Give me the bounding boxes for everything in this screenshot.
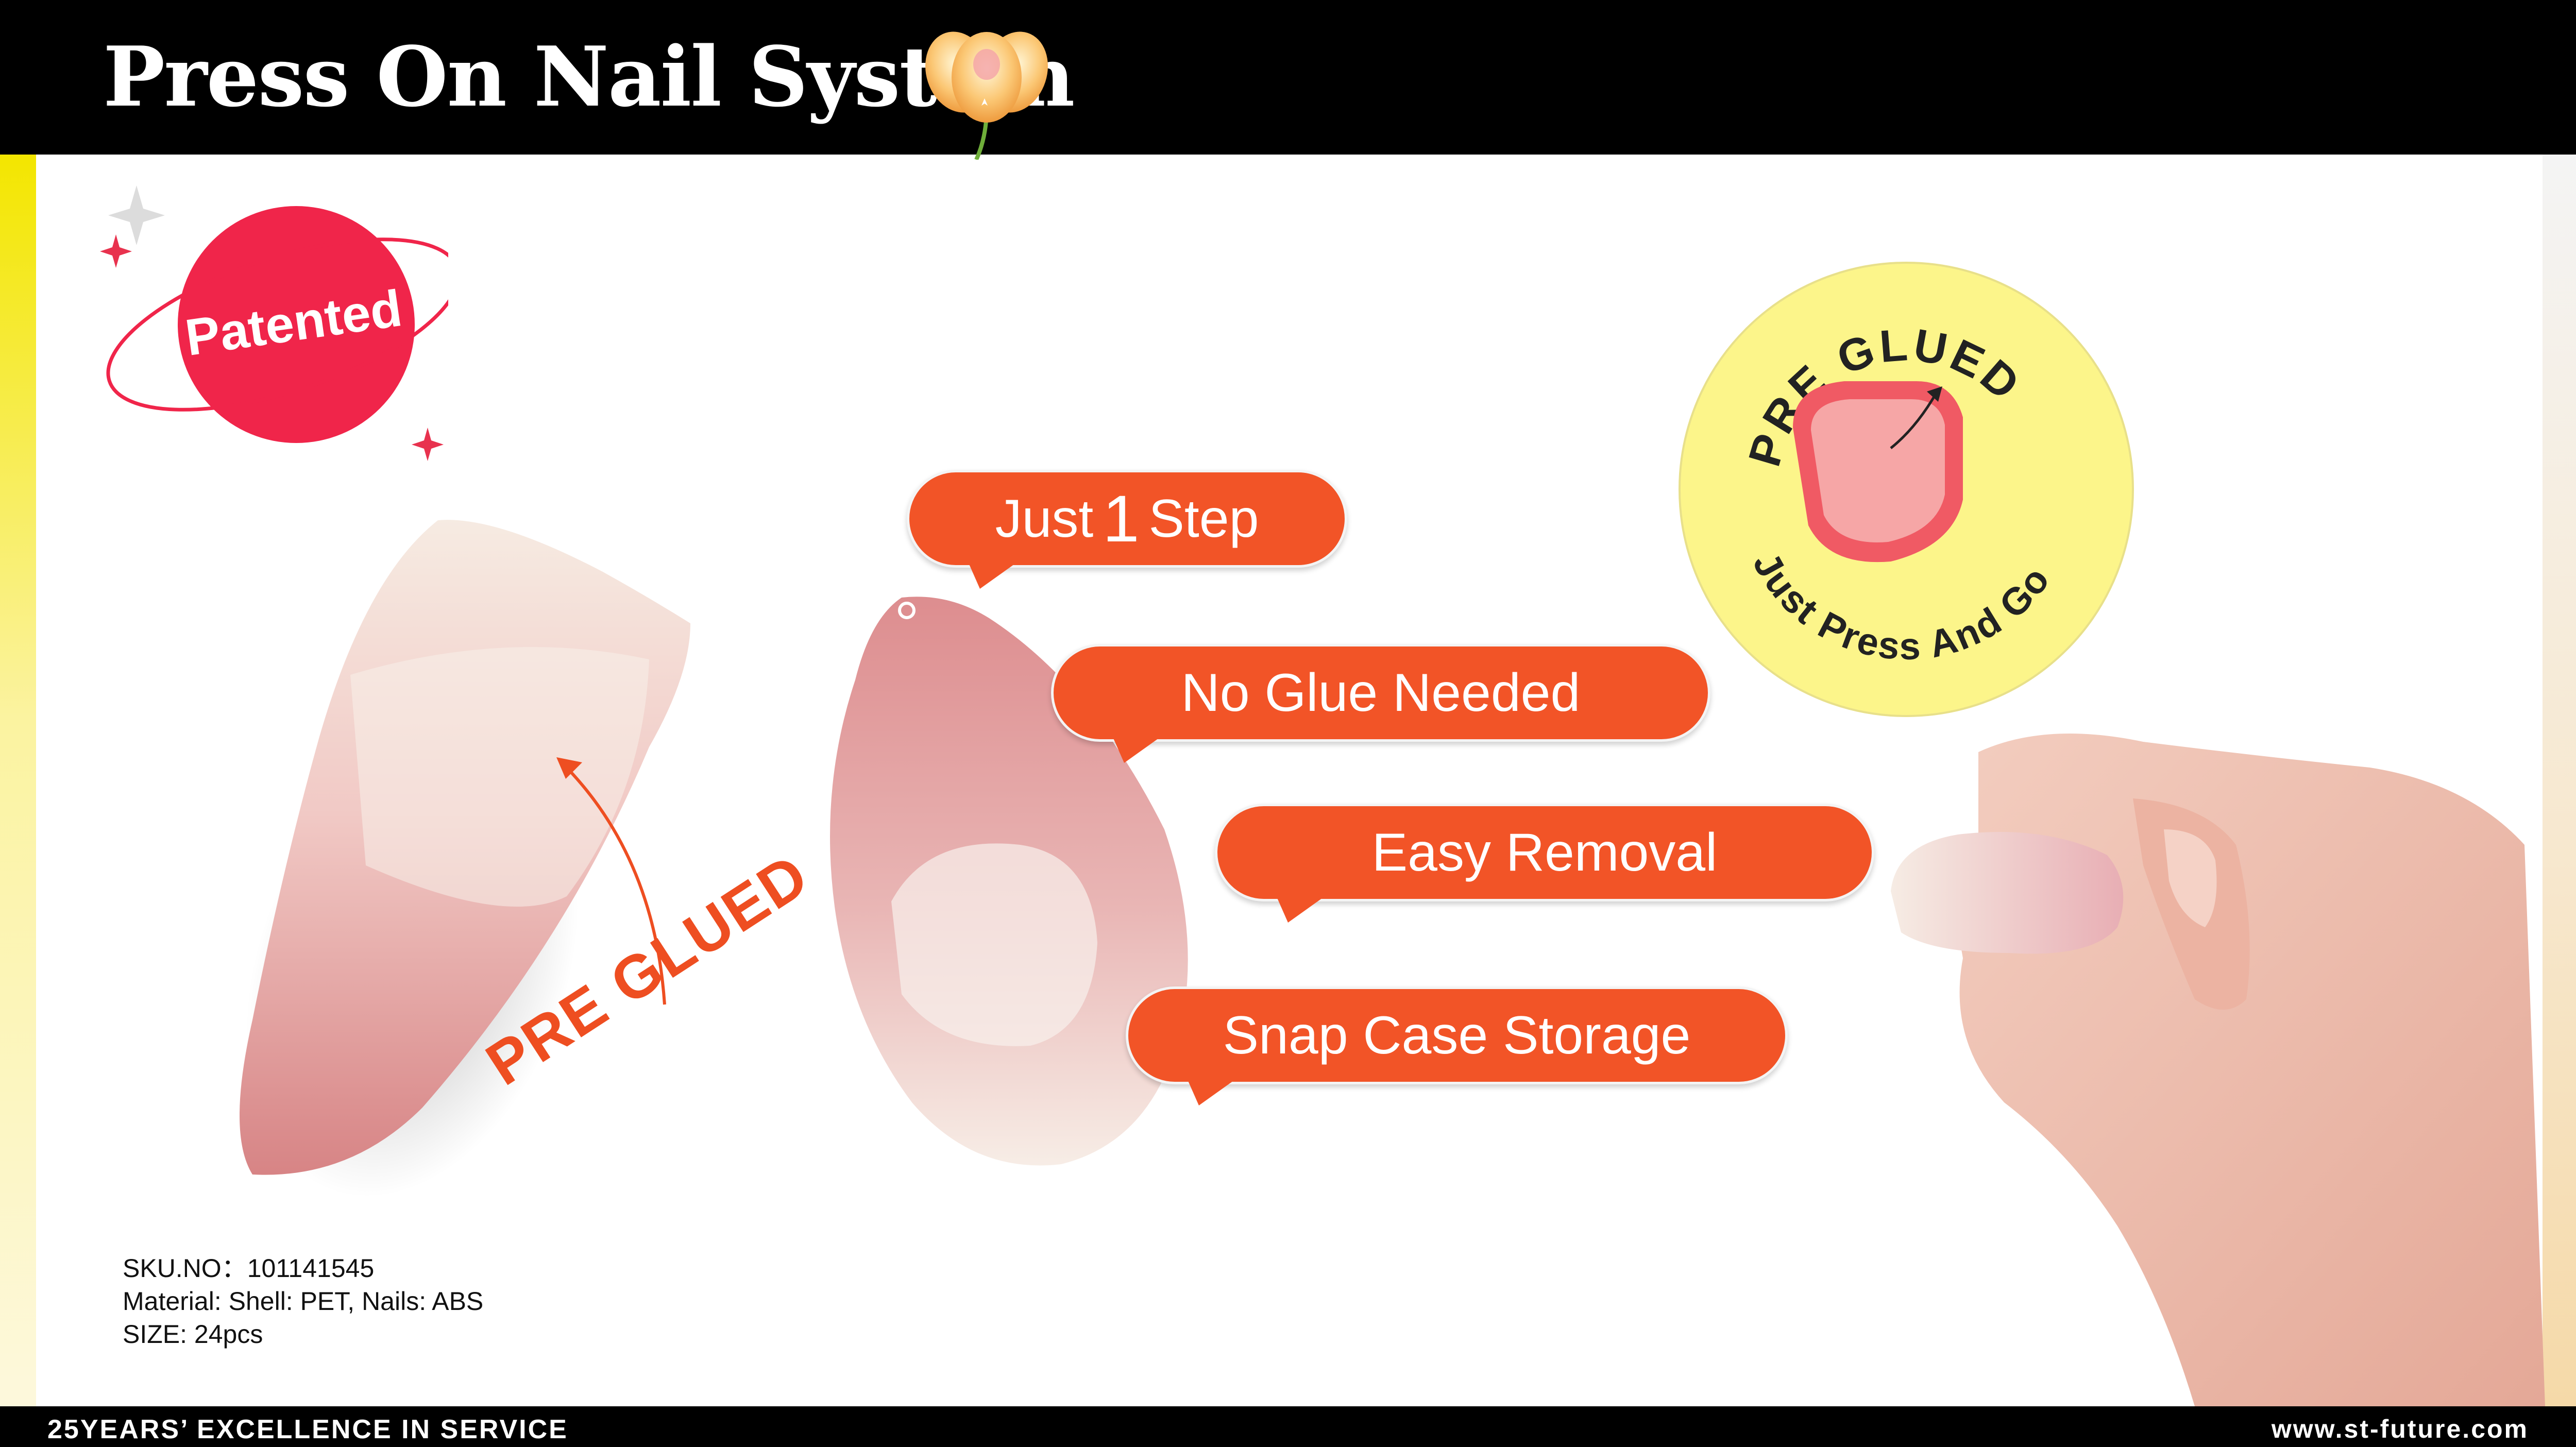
footer-tagline: 25YEARS’ EXCELLENCE IN SERVICE <box>47 1415 568 1444</box>
page-title: Press On Nail System <box>103 28 1075 125</box>
sparkle-icon <box>100 185 448 461</box>
feature-number: 1 <box>1103 482 1140 556</box>
feature-bubble-no-glue: No Glue Needed <box>1051 644 1710 763</box>
patented-badge: Patented <box>88 185 448 474</box>
spec-size: SIZE: 24pcs <box>123 1320 263 1349</box>
feature-prefix: Just <box>995 488 1094 549</box>
header-bar <box>0 0 2576 155</box>
hand-holding-nail-image <box>1891 734 2545 1406</box>
footer-website-link[interactable]: www.st-future.com <box>2271 1415 2529 1443</box>
bubble-tail <box>969 563 1016 589</box>
spec-material: Material: Shell: PET, Nails: ABS <box>123 1287 484 1316</box>
pre-glued-seal: PRE GLUED Just Press And Go <box>1679 262 2134 717</box>
left-accent-strip <box>0 155 36 1406</box>
feature-label: Easy Removal <box>1371 822 1718 882</box>
press-on-nail-image <box>240 520 690 1198</box>
feature-label: Just 1 Step <box>909 472 1345 565</box>
footer-bar <box>0 1406 2576 1447</box>
feature-bubble-snap-case: Snap Case Storage <box>1126 986 1788 1105</box>
nail-icon <box>1793 381 1963 563</box>
feature-label: Snap Case Storage <box>1223 1005 1691 1065</box>
feature-bubble-one-step: Just 1 Step <box>907 470 1347 589</box>
arrow-icon <box>556 757 666 1005</box>
spec-sku: SKU.NO：101141545 <box>123 1254 375 1283</box>
feature-label: No Glue Needed <box>1181 662 1581 723</box>
bubble-tail <box>1113 737 1160 763</box>
product-specs: SKU.NO：101141545 Material: Shell: PET, N… <box>123 1252 483 1351</box>
feature-bubble-easy-removal: Easy Removal <box>1215 804 1874 923</box>
bubble-tail <box>1188 1080 1235 1105</box>
tulip-flower-icon <box>925 31 1048 160</box>
bubble-tail <box>1277 897 1324 923</box>
feature-suffix: Step <box>1148 488 1259 549</box>
right-accent-strip <box>2543 155 2576 1406</box>
